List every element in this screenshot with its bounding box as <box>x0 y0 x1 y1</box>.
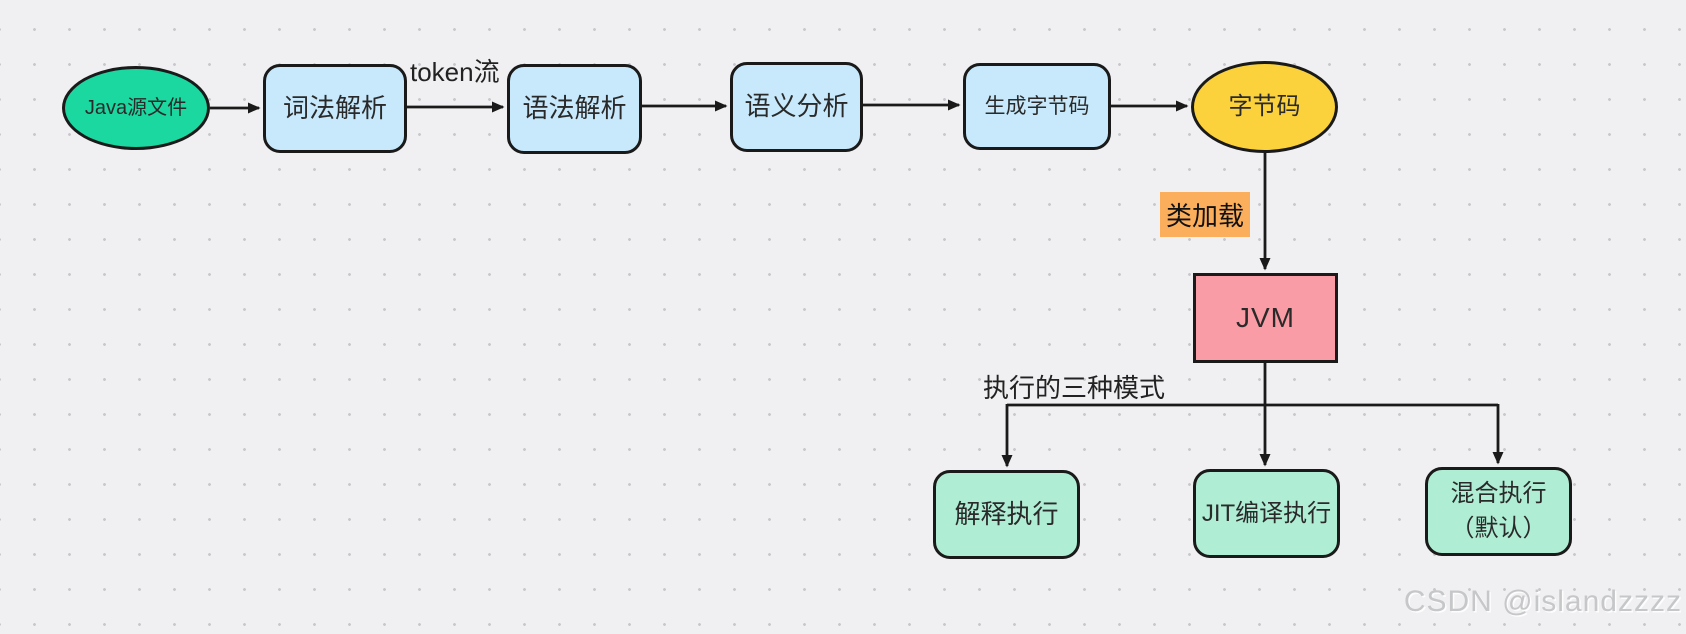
node-interpreted-execution: 解释执行 <box>933 470 1080 559</box>
edge-label-token-stream: token流 <box>410 57 500 87</box>
node-bytecode-label: 字节码 <box>1228 93 1301 121</box>
node-mixed-execution-label-line2: （默认） <box>1450 514 1547 542</box>
edge-label-execution-modes: 执行的三种模式 <box>983 373 1166 403</box>
node-jit-execution-label: JIT编译执行 <box>1201 499 1332 527</box>
node-syntax-analysis: 语法解析 <box>507 64 642 154</box>
node-java-source-file: Java源文件 <box>62 66 210 150</box>
node-syntax-analysis-label: 语法解析 <box>522 93 627 124</box>
node-jvm-label: JVM <box>1236 301 1295 333</box>
node-semantic-analysis-label: 语义分析 <box>744 91 849 122</box>
node-java-source-file-label: Java源文件 <box>84 97 188 119</box>
node-mixed-execution-label: 混合执行 （默认） <box>1451 477 1547 547</box>
node-mixed-execution: 混合执行 （默认） <box>1425 467 1572 556</box>
node-lexical-analysis-label: 词法解析 <box>282 92 387 123</box>
csdn-watermark: CSDN @islandzzzz <box>1403 585 1682 618</box>
node-lexical-analysis: 词法解析 <box>263 64 407 153</box>
node-semantic-analysis: 语义分析 <box>730 62 863 152</box>
node-mixed-execution-label-line1: 混合执行 <box>1450 479 1547 507</box>
node-generate-bytecode: 生成字节码 <box>963 63 1111 150</box>
node-interpreted-execution-label: 解释执行 <box>954 498 1059 529</box>
node-generate-bytecode-label: 生成字节码 <box>984 94 1090 118</box>
edge-label-class-loading: 类加载 <box>1160 192 1251 237</box>
node-jit-execution: JIT编译执行 <box>1193 469 1340 558</box>
node-bytecode: 字节码 <box>1191 61 1338 153</box>
node-jvm: JVM <box>1193 273 1338 363</box>
